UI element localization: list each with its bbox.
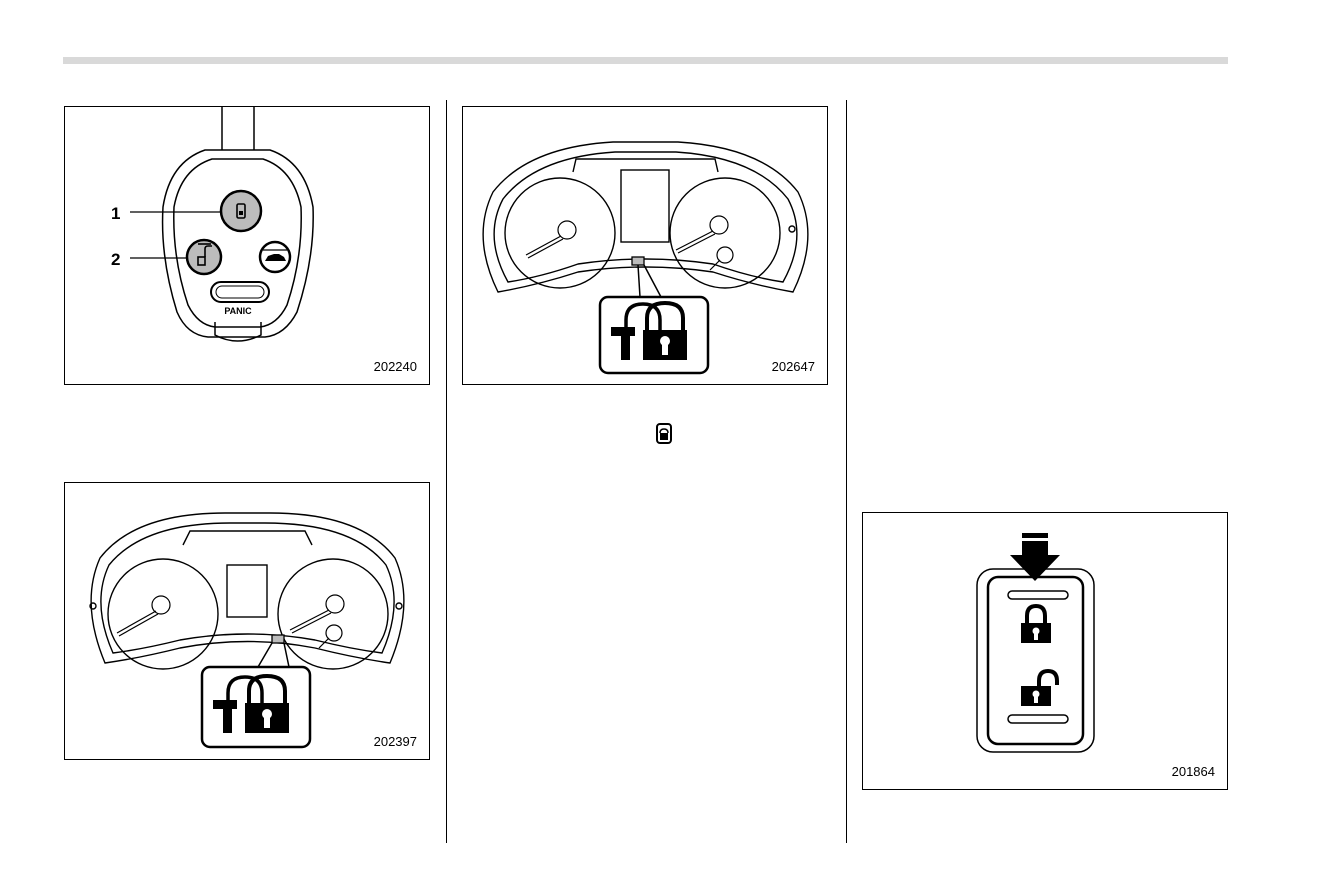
figure-cluster-a: 202397 bbox=[64, 482, 430, 760]
figure-keyfob: PANIC 1 2 202240 bbox=[64, 106, 430, 385]
callout-1: 1 bbox=[111, 204, 120, 223]
column-divider bbox=[446, 100, 447, 843]
security-indicator-light bbox=[272, 635, 284, 643]
callout-2: 2 bbox=[111, 250, 120, 269]
figure-number: 201864 bbox=[1172, 764, 1215, 779]
figure-lock-switch: 201864 bbox=[862, 512, 1228, 790]
lock-button-icon bbox=[655, 422, 675, 446]
column-divider bbox=[846, 100, 847, 843]
figure-number: 202647 bbox=[772, 359, 815, 374]
figure-number: 202397 bbox=[374, 734, 417, 749]
figure-number: 202240 bbox=[374, 359, 417, 374]
panic-label: PANIC bbox=[224, 306, 252, 316]
figure-cluster-b: 202647 bbox=[462, 106, 828, 385]
panic-button bbox=[211, 282, 269, 302]
header-rule bbox=[63, 57, 1228, 64]
security-indicator-light bbox=[632, 257, 644, 265]
